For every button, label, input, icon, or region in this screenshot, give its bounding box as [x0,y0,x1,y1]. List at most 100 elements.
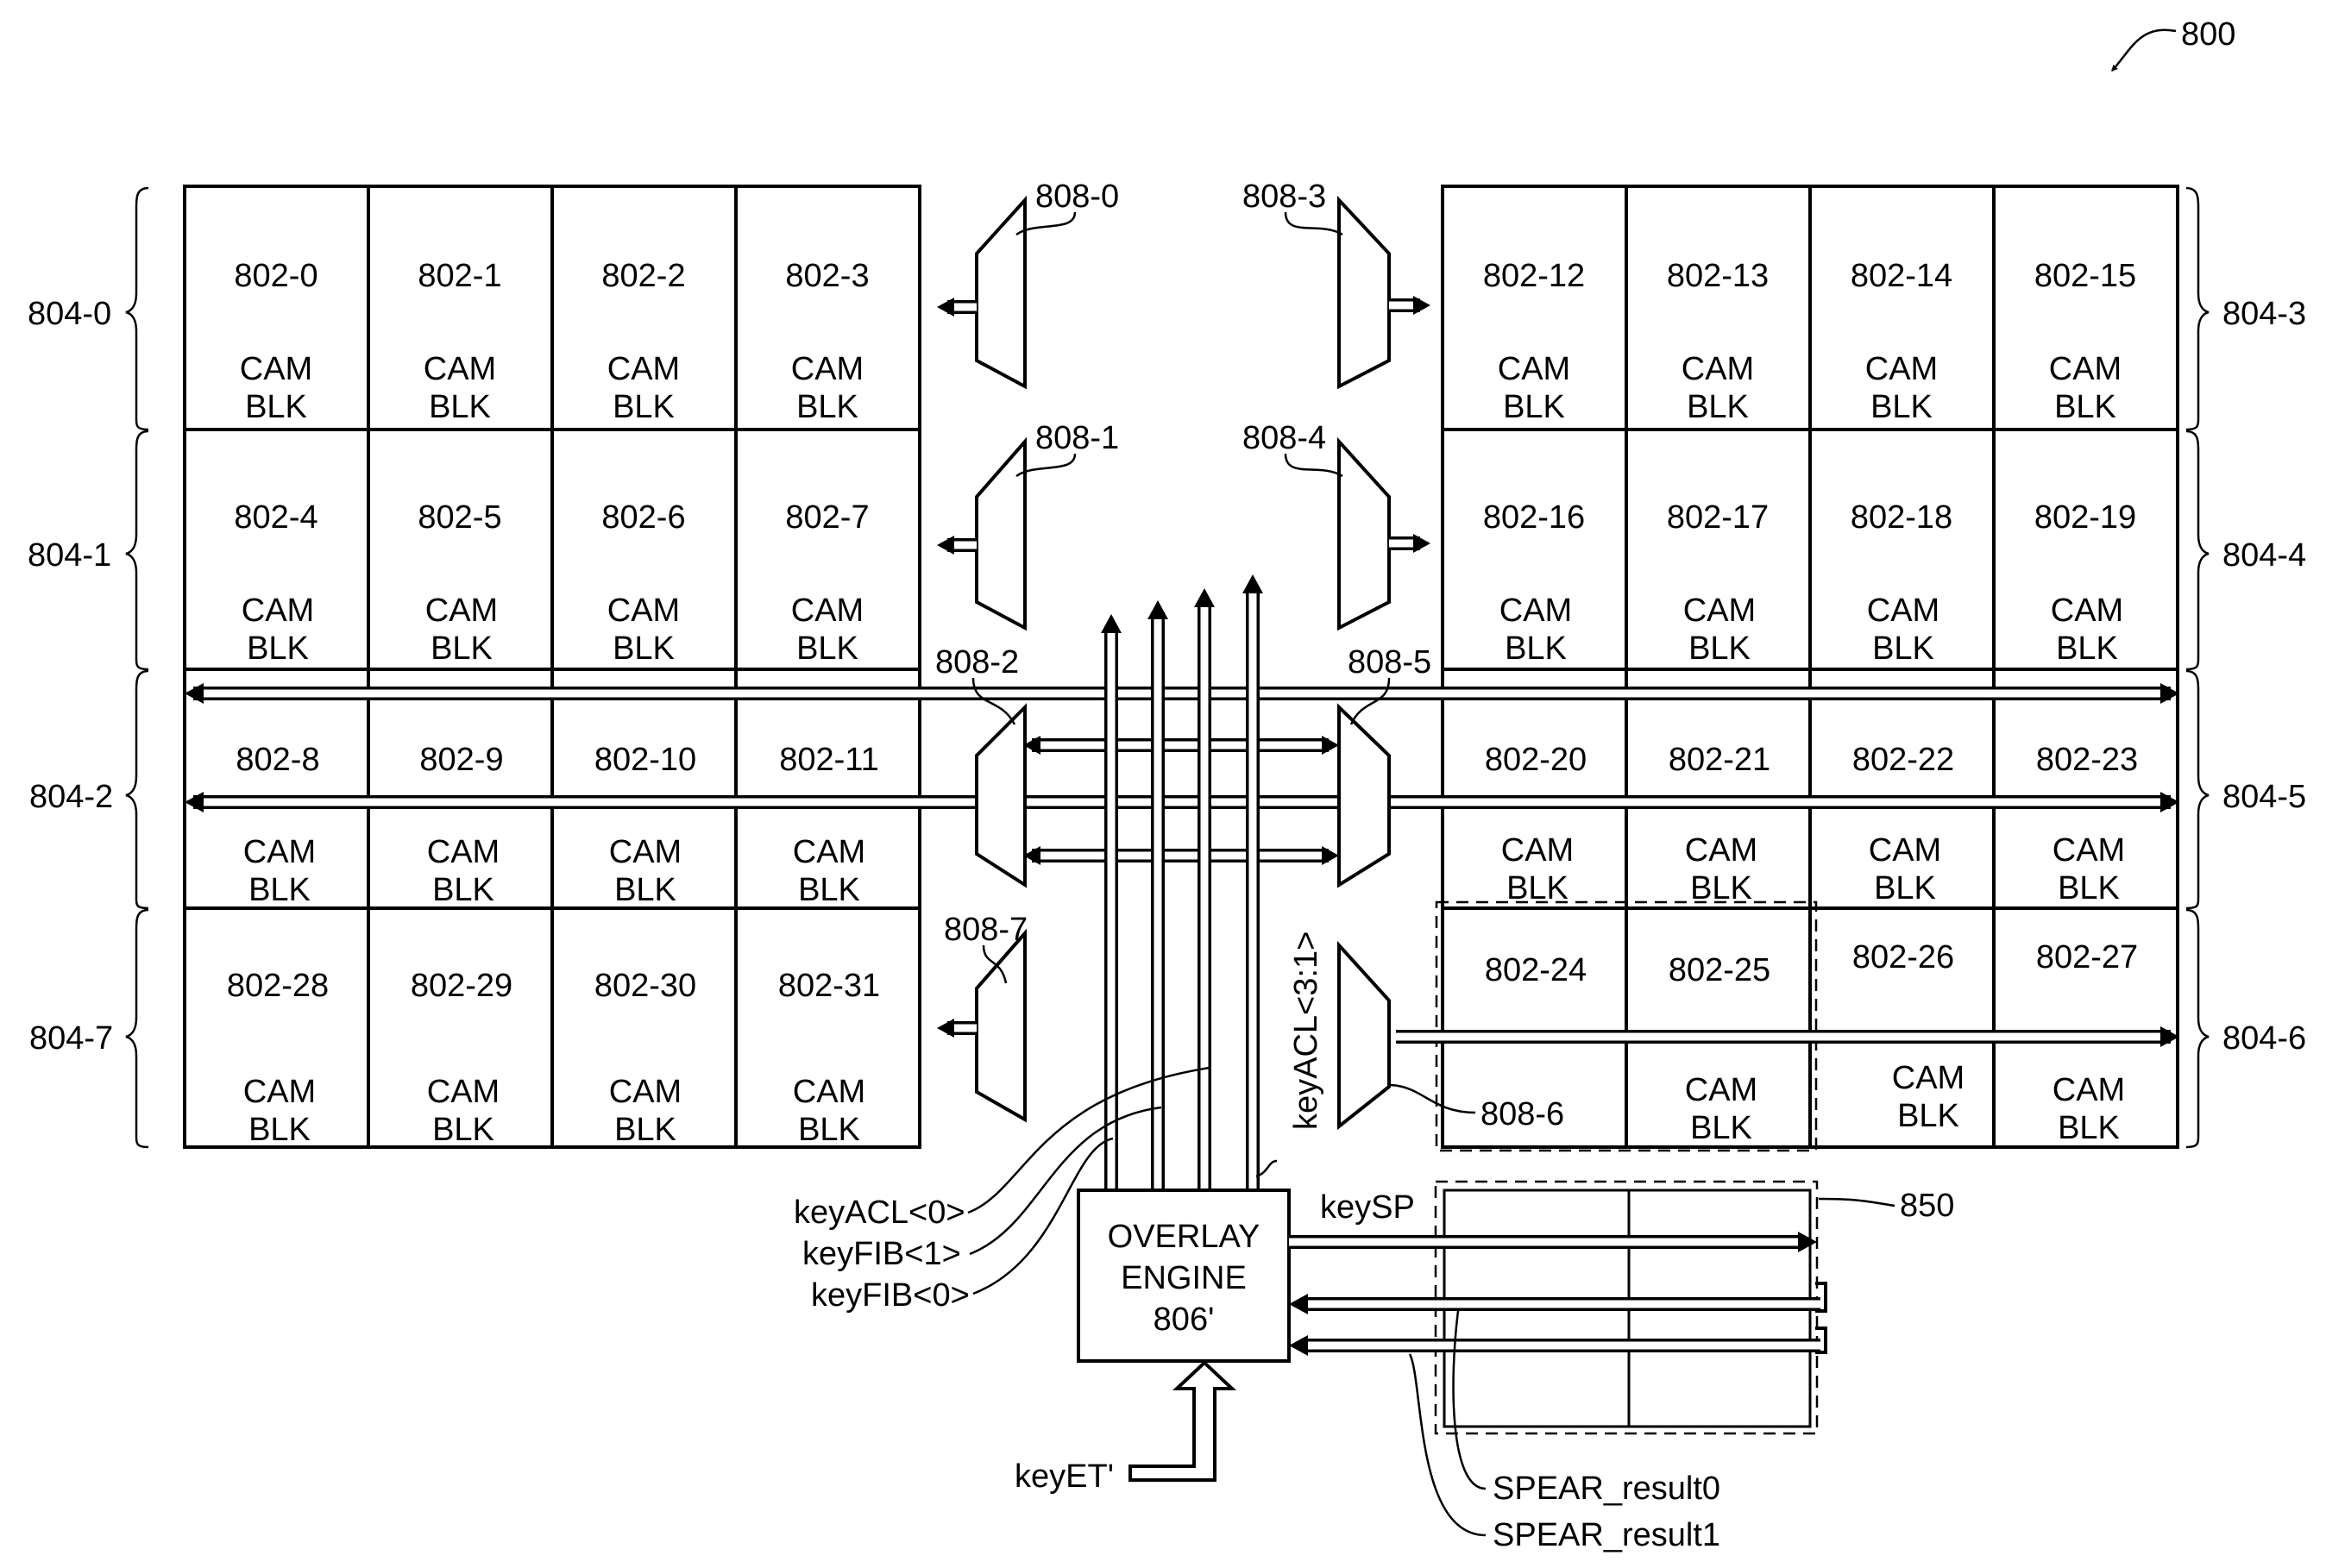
cam-label: CAM [607,351,680,387]
blk-label: BLK [1690,1110,1752,1146]
blk-label: BLK [798,872,860,908]
block-id: 802-14 [1851,258,1952,294]
blk-label: BLK [2056,630,2118,667]
block-id: 802-23 [2036,742,2138,778]
cam-label: CAM [793,834,865,870]
blk-label: BLK [1503,389,1565,425]
blk-label: BLK [2054,389,2116,425]
cam-label: CAM [427,1074,500,1110]
block-id: 802-11 [779,742,879,778]
group-label: 804-3 [2222,296,2306,332]
cam-label: CAM [791,351,864,387]
right-group-braces: 804-3 804-4 804-5 804-6 [2186,188,2306,1147]
mux-808-5 [1339,707,1389,885]
block-id: 802-2 [601,258,685,294]
cam-label: CAM [425,593,498,629]
vertical-key-buses [1101,574,1263,1190]
cam-label: CAM [1892,1060,1965,1096]
blk-label: BLK [1690,870,1752,906]
mux-808-1 [977,442,1025,628]
mux-808-6 [1339,945,1389,1126]
figure-ref-label: 800 [2181,16,2235,53]
mux-808-4 [1339,442,1389,628]
cam-label: CAM [2053,1072,2125,1108]
group-label: 804-2 [29,779,113,815]
key-et-input: keyET' [1015,1363,1232,1495]
blk-label: BLK [2058,1110,2120,1146]
mux-label: 808-5 [1348,644,1431,681]
blk-label: BLK [614,1112,676,1148]
overlay-engine: OVERLAY ENGINE 806' [1078,1190,1289,1361]
block-id: 802-10 [594,742,696,778]
blk-label: BLK [1897,1098,1959,1134]
cam-label: CAM [240,351,312,387]
engine-line1: OVERLAY [1108,1219,1260,1255]
block-id: 802-7 [785,499,869,536]
block-id: 802-12 [1483,258,1585,294]
blk-label: BLK [796,630,858,667]
mux-808-2 [977,707,1025,885]
mux-label: 808-1 [1035,420,1119,456]
block-id: 802-8 [236,742,319,778]
block-id: 802-13 [1667,258,1769,294]
block-id: 802-30 [594,968,696,1004]
cam-label: CAM [2053,832,2125,869]
blk-label: BLK [2058,870,2120,906]
group-label: 804-6 [2222,1020,2306,1057]
engine-line2: ENGINE [1121,1260,1247,1296]
key-sp-label: keySP [1320,1189,1415,1226]
key-acl-31-label: keyACL<3:1> [1288,931,1324,1130]
block-id: 802-24 [1485,952,1587,988]
cam-label: CAM [424,351,496,387]
blk-label: BLK [1688,630,1751,667]
key-fib-0-label: keyFIB<0> [811,1277,970,1314]
left-group-braces: 804-0 804-1 804-2 804-7 [28,188,148,1147]
blk-label: BLK [247,630,309,667]
cam-blk-row: CAMBLK CAMBLK CAMBLK [1685,1060,2125,1146]
cam-label: CAM [1498,351,1570,387]
group-label: 804-0 [28,296,111,332]
cam-label: CAM [1499,593,1572,629]
group-label: 804-7 [29,1020,113,1057]
cam-label: CAM [1685,832,1757,869]
blk-label: BLK [614,872,676,908]
spear-result0-label: SPEAR_result0 [1493,1471,1720,1507]
block-id: 802-3 [785,258,869,294]
block-id: 802-5 [418,499,501,536]
block-id: 802-6 [601,499,685,536]
cam-label: CAM [1865,351,1938,387]
blk-label: BLK [429,389,491,425]
block-id: 802-25 [1669,952,1770,988]
key-fib-1-label: keyFIB<1> [802,1236,961,1272]
blk-label: BLK [245,389,307,425]
cam-label: CAM [2051,593,2123,629]
block-id: 802-19 [2034,499,2136,536]
spear-ref-label: 850 [1900,1188,1954,1224]
key-et-label: keyET' [1015,1458,1114,1495]
blk-label: BLK [613,630,675,667]
block-id: 802-4 [234,499,317,536]
cam-label: CAM [1501,832,1574,869]
cam-label: CAM [1683,593,1756,629]
mux-label: 808-0 [1035,179,1119,215]
group-label: 804-5 [2222,779,2306,815]
cam-label: CAM [243,834,316,870]
block-id: 802-1 [418,258,501,294]
block-id: 802-28 [227,968,329,1004]
blk-label: BLK [613,389,675,425]
block-id: 802-16 [1483,499,1585,536]
cam-label: CAM [607,593,680,629]
blk-label: BLK [248,872,311,908]
blk-label: BLK [1506,870,1568,906]
figure-ref-arrow [2112,30,2176,71]
blk-label: BLK [1874,870,1936,906]
cam-label: CAM [1682,351,1754,387]
group-label: 804-4 [2222,537,2306,574]
mux-label: 808-3 [1242,179,1326,215]
blk-label: BLK [432,872,494,908]
cam-label: CAM [791,593,864,629]
blk-label: BLK [1872,630,1934,667]
block-id: 802-21 [1669,742,1770,778]
blk-label: BLK [796,389,858,425]
spear-result1-label: SPEAR_result1 [1493,1517,1720,1553]
